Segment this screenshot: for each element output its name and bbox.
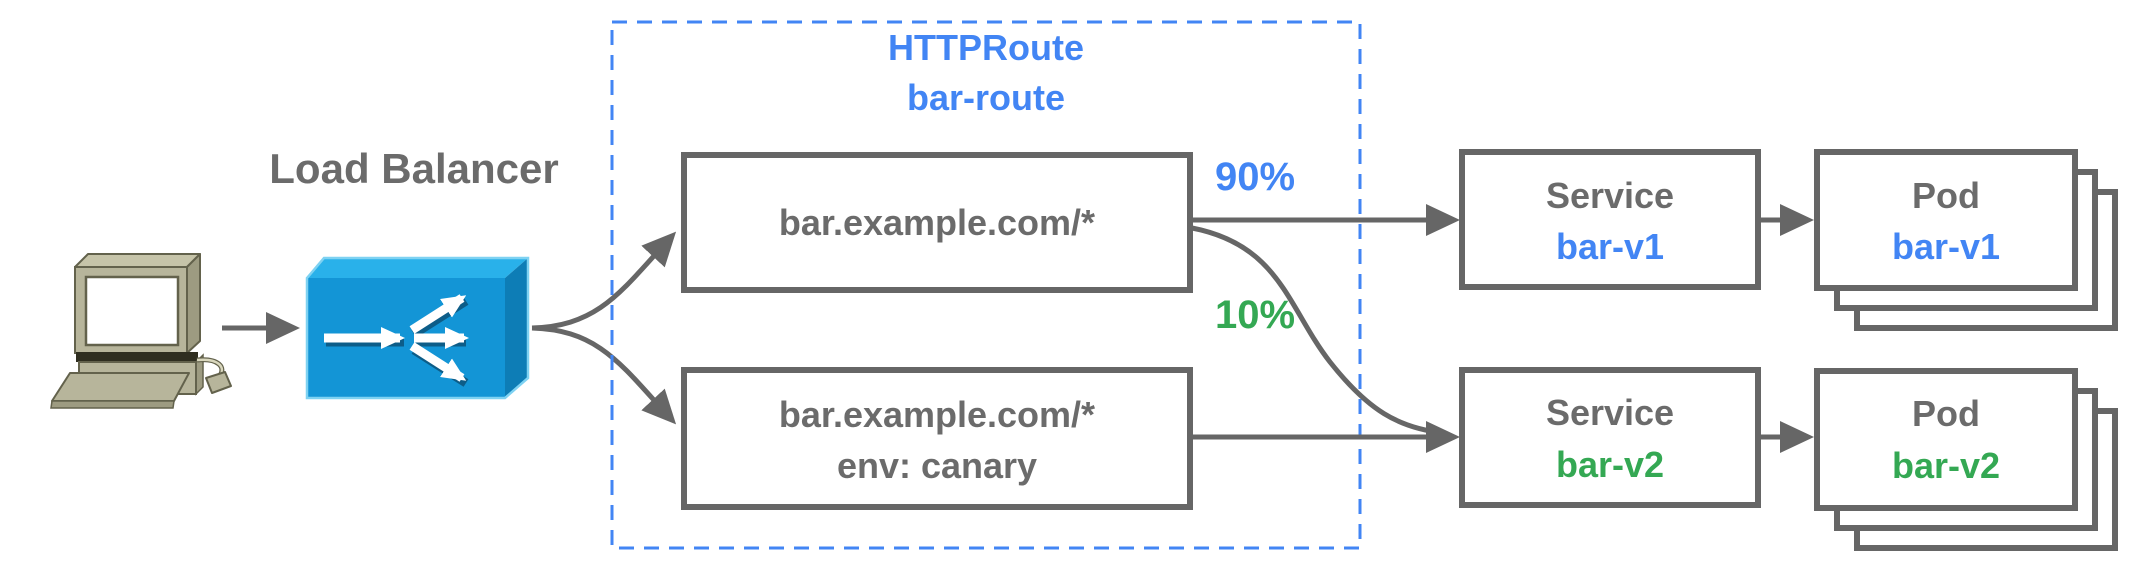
service-1-kind: Service [1546,175,1674,216]
service-2-name: bar-v2 [1556,444,1664,485]
computer-monitor-top [74,253,201,268]
pod-2-kind: Pod [1912,393,1980,434]
service-1-box [1459,149,1761,290]
route-weight-90-label: 90% [1215,155,1295,199]
load-balancer-icon [305,256,530,400]
httproute-kind-label: HTTPRoute [888,27,1084,68]
computer-monitor-side [186,253,201,354]
lb-to-route-2-curve [531,325,677,425]
split-arrows-icon [324,294,469,387]
computer-screen [84,275,180,347]
service-2-kind: Service [1546,392,1674,433]
route-1-to-service-2-curve [1191,225,1445,436]
httproute-name-label: bar-route [907,77,1065,118]
pod-2-stack: Pod bar-v2 [1814,368,2118,551]
route-rule-1-host: bar.example.com/* [779,202,1095,243]
pod-2-name: bar-v2 [1892,445,2000,486]
httproute-group-border [610,20,1362,550]
route-rule-2-box [681,367,1193,510]
route-rule-1-box [681,152,1193,293]
route-rule-2-header-match: env: canary [837,445,1037,486]
load-balancer-label: Load Balancer [269,145,558,192]
lb-cube-top [307,258,528,278]
computer-dark-strip [76,352,198,362]
computer-mouse [205,371,232,394]
pod-1-name: bar-v1 [1892,226,2000,267]
service-1-name: bar-v1 [1556,226,1664,267]
lb-to-route-1-curve [531,231,677,331]
route-weight-10-label: 10% [1215,293,1295,337]
pod-2-box [1814,368,2078,511]
pod-1-box [1814,149,2078,291]
lb-cube-side [505,258,528,398]
service-2-box [1459,367,1761,508]
route-rule-2-host: bar.example.com/* [779,394,1095,435]
pod-1-kind: Pod [1912,175,1980,216]
computer-keyboard-edge [50,400,175,409]
pod-1-stack: Pod bar-v1 [1814,149,2118,331]
computer-keyboard [51,372,190,402]
client-computer-icon [50,253,232,409]
lb-cube-outline [305,256,530,400]
